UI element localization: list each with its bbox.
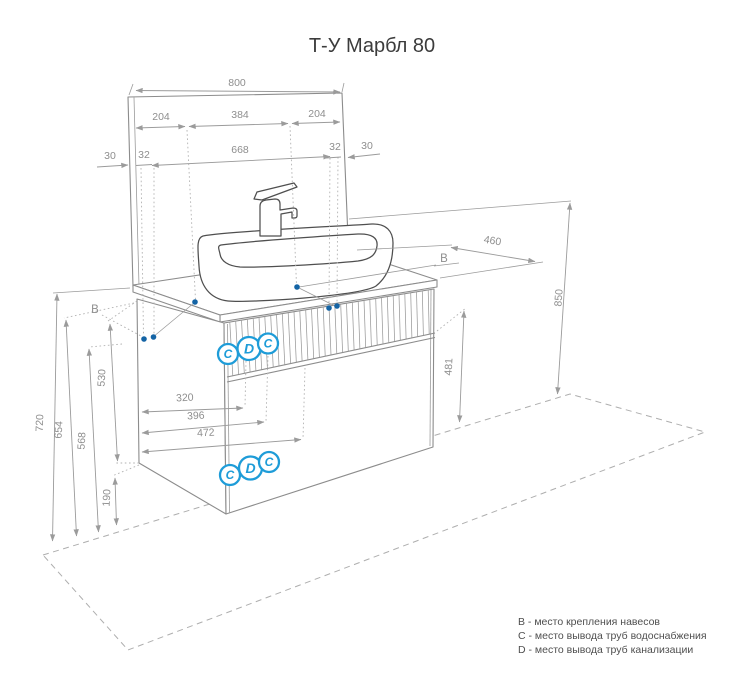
dimension-654: 654 bbox=[53, 302, 135, 537]
dim-30-right: 30 bbox=[361, 140, 373, 152]
legend: В - место крепления навесов С - место вы… bbox=[518, 616, 707, 656]
marker-c-water: C bbox=[265, 455, 274, 469]
marker-c-water: C bbox=[224, 347, 233, 361]
dim-668: 668 bbox=[231, 144, 249, 156]
dimension-396: 396 bbox=[141, 410, 265, 436]
label-b-left: B bbox=[91, 304, 99, 316]
page-title: Т-У Марбл 80 bbox=[309, 35, 435, 57]
hanger-label-left: B bbox=[91, 302, 195, 338]
legend-sewage: D - место вывода труб канализации bbox=[518, 644, 693, 656]
legend-water-supply: С - место вывода труб водоснабжения bbox=[518, 630, 707, 642]
pipe-markers-upper: C D C bbox=[216, 332, 280, 366]
marker-c-water: C bbox=[264, 337, 273, 351]
dim-320: 320 bbox=[176, 392, 194, 405]
fluted-drawer-front bbox=[229, 289, 430, 376]
mount-dot bbox=[150, 334, 157, 340]
dimension-800: 800 bbox=[128, 77, 345, 96]
mount-dot bbox=[141, 336, 147, 342]
mount-dot bbox=[334, 303, 340, 309]
label-b-right: B bbox=[440, 253, 448, 265]
vessel-sink bbox=[197, 223, 394, 302]
dimension-30-32-668-32-30: 30 32 668 32 30 bbox=[96, 140, 381, 169]
hanger-label-right: B bbox=[296, 253, 460, 307]
dimension-320: 320 bbox=[141, 392, 244, 415]
dimension-481: 481 bbox=[436, 307, 467, 423]
marker-d-drain: D bbox=[244, 341, 254, 357]
dim-568: 568 bbox=[76, 432, 89, 450]
dim-460: 460 bbox=[483, 234, 502, 249]
dim-654: 654 bbox=[53, 421, 66, 439]
dim-850: 850 bbox=[552, 288, 565, 306]
dimension-530: 530 bbox=[96, 300, 139, 464]
dim-204-right: 204 bbox=[308, 108, 326, 120]
dim-30-left: 30 bbox=[104, 150, 116, 162]
dim-800: 800 bbox=[228, 77, 246, 89]
dim-32-right: 32 bbox=[329, 141, 341, 153]
mount-dot bbox=[326, 305, 332, 311]
cabinet-front bbox=[223, 288, 436, 515]
dimension-850: 850 bbox=[552, 202, 573, 395]
faucet bbox=[253, 182, 298, 237]
mount-points bbox=[141, 284, 340, 342]
dim-472: 472 bbox=[197, 427, 215, 440]
cabinet-side-panel bbox=[136, 298, 227, 515]
wall-line bbox=[348, 200, 572, 220]
dim-530: 530 bbox=[96, 369, 109, 387]
mount-dot bbox=[192, 299, 198, 305]
dim-204-left: 204 bbox=[152, 111, 170, 123]
pipe-markers-lower: C D C bbox=[218, 450, 281, 487]
dim-481: 481 bbox=[443, 358, 456, 376]
dimension-472: 472 bbox=[141, 427, 302, 455]
legend-hangers: В - место крепления навесов bbox=[518, 616, 660, 628]
dimension-720: 720 bbox=[34, 287, 131, 542]
dim-32-left: 32 bbox=[138, 149, 150, 161]
dimension-190: 190 bbox=[101, 464, 140, 526]
dim-396: 396 bbox=[187, 410, 205, 423]
marker-d-drain: D bbox=[245, 460, 255, 476]
dimension-204-384-204: 204 384 204 bbox=[135, 108, 341, 131]
mount-dot bbox=[294, 284, 300, 290]
dim-190: 190 bbox=[101, 489, 114, 507]
dim-720: 720 bbox=[34, 414, 47, 432]
dimension-460: 460 bbox=[356, 234, 544, 279]
dim-384: 384 bbox=[231, 109, 249, 121]
construction-lines bbox=[140, 125, 339, 440]
marker-c-water: C bbox=[226, 468, 235, 482]
